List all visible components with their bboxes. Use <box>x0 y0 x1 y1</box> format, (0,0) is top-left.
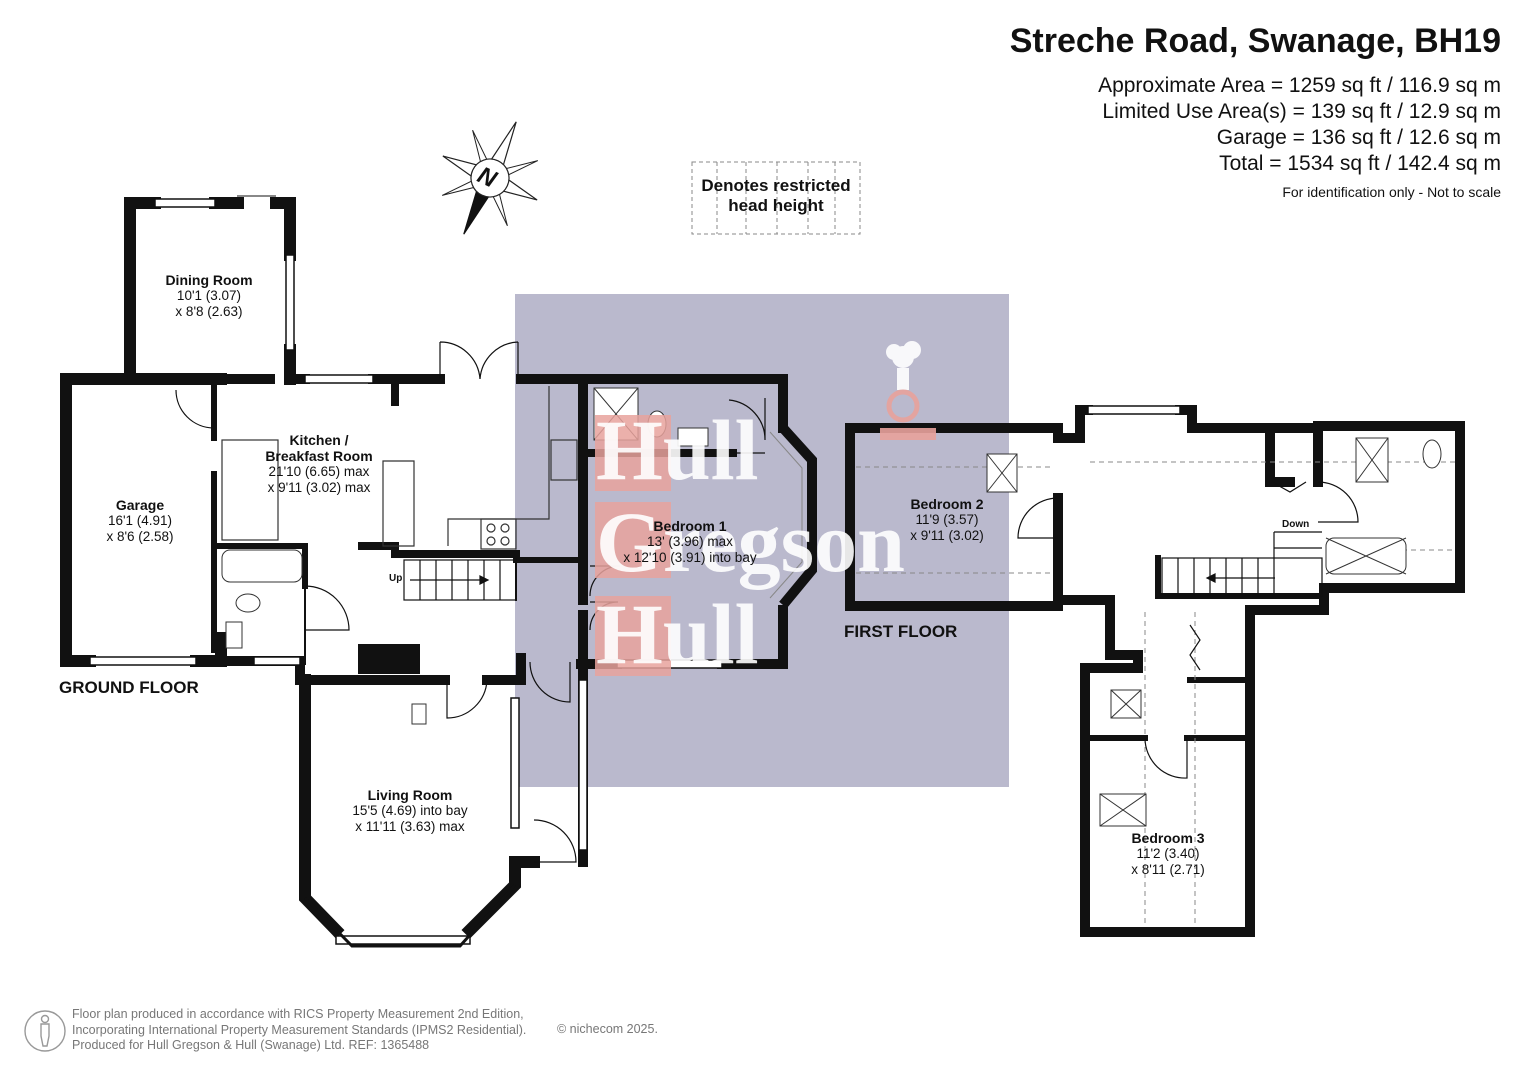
legend-line-1: Denotes restricted <box>701 176 851 195</box>
room-name: Dining Room <box>165 272 253 288</box>
watermark-line-1: Hull <box>596 402 759 498</box>
watermark-square-3 <box>595 596 671 676</box>
limited-use-area: Limited Use Area(s) = 139 sq ft / 12.9 s… <box>1102 100 1501 123</box>
ground-floor-stairs <box>403 559 517 601</box>
watermark-line-3: Hull <box>596 586 759 682</box>
room-dim-2: x 8'8 (2.63) <box>175 304 243 319</box>
room-dim-1: 11'2 (3.40) <box>1136 846 1200 861</box>
kitchen-units <box>221 386 578 550</box>
room-name: Living Room <box>367 787 453 803</box>
room-dim-1: 21'10 (6.65) max <box>268 464 370 479</box>
room-dim-2: x 12'10 (3.91) into bay <box>623 550 757 565</box>
room-label-bedroom2: Bedroom 2 11'9 (3.57) x 9'11 (3.02) <box>910 496 984 544</box>
stairs-down-label: Down <box>1282 519 1310 530</box>
watermark-square-1 <box>595 415 671 491</box>
ground-floor-label: GROUND FLOOR <box>59 678 199 697</box>
room-dim-1: 16'1 (4.91) <box>107 513 173 528</box>
living-room-bay <box>303 883 517 948</box>
watermark-square-2 <box>595 502 671 578</box>
approximate-area: Approximate Area = 1259 sq ft / 116.9 sq… <box>1098 74 1501 97</box>
first-floor-fixtures <box>986 437 1442 827</box>
property-address: Streche Road, Swanage, BH19 <box>1009 22 1501 60</box>
room-dim-1: 13' (3.96) max <box>647 534 733 549</box>
total-area: Total = 1534 sq ft / 142.4 sq m <box>1219 152 1501 175</box>
room-dim-2: x 9'11 (3.02) max <box>267 480 371 495</box>
watermark-logo-icon <box>880 341 936 440</box>
footer-line-3: Produced for Hull Gregson & Hull (Swanag… <box>72 1038 430 1052</box>
room-dim-1: 11'9 (3.57) <box>915 512 979 527</box>
room-dim-2: x 8'11 (2.71) <box>1131 862 1205 877</box>
legend-line-2: head height <box>728 196 824 215</box>
room-label-dining: Dining Room 10'1 (3.07) x 8'8 (2.63) <box>165 272 252 320</box>
watermark-line-2: Gregson <box>596 494 905 590</box>
room-dim-2: x 9'11 (3.02) <box>910 528 984 543</box>
room-name: Garage <box>115 497 165 513</box>
first-floor-label: FIRST FLOOR <box>844 622 958 641</box>
restricted-height-legend: Denotes restricted head height <box>692 162 860 234</box>
first-floor-door-swings <box>1017 481 1359 779</box>
room-label-kitchen: Kitchen / Breakfast Room 21'10 (6.65) ma… <box>265 432 372 496</box>
compass-icon <box>441 121 539 235</box>
room-name: Bedroom 2 <box>910 496 984 512</box>
room-label-living: Living Room 15'5 (4.69) into bay x 11'11… <box>352 787 467 835</box>
room-name-2: Breakfast Room <box>265 448 373 464</box>
room-label-garage: Garage 16'1 (4.91) x 8'6 (2.58) <box>106 497 173 545</box>
first-floor-stairs <box>1161 531 1323 597</box>
first-floor-window <box>1087 405 1181 415</box>
stairs-up-label: Up <box>389 573 403 584</box>
footer-line-2: Incorporating International Property Mea… <box>72 1022 527 1037</box>
footer-notes: Floor plan produced in accordance with R… <box>72 1007 526 1054</box>
room-name: Kitchen / <box>289 432 349 448</box>
room-dim-2: x 8'6 (2.58) <box>106 529 174 544</box>
room-name: Bedroom 1 <box>653 518 727 534</box>
person-icon <box>24 1010 66 1052</box>
room-dim-1: 10'1 (3.07) <box>176 288 242 303</box>
room-name: Bedroom 3 <box>1131 830 1205 846</box>
room-dim-2: x 11'11 (3.63) max <box>355 819 465 834</box>
bedroom1-bay-window <box>779 424 817 609</box>
identification-note: For identification only - Not to scale <box>1282 184 1501 200</box>
garage-area: Garage = 136 sq ft / 12.6 sq m <box>1216 126 1501 149</box>
room-dim-1: 15'5 (4.69) into bay <box>352 803 468 818</box>
footer-line-1: Floor plan produced in accordance with R… <box>72 1007 524 1021</box>
restricted-height-legend-box <box>691 161 861 235</box>
room-label-bedroom3: Bedroom 3 11'2 (3.40) x 8'11 (2.71) <box>1131 830 1205 878</box>
footer-copyright: © nichecom 2025. <box>557 1022 658 1036</box>
first-floor-walls <box>845 405 1465 937</box>
room-label-bedroom1: Bedroom 1 13' (3.96) max x 12'10 (3.91) … <box>623 518 756 566</box>
